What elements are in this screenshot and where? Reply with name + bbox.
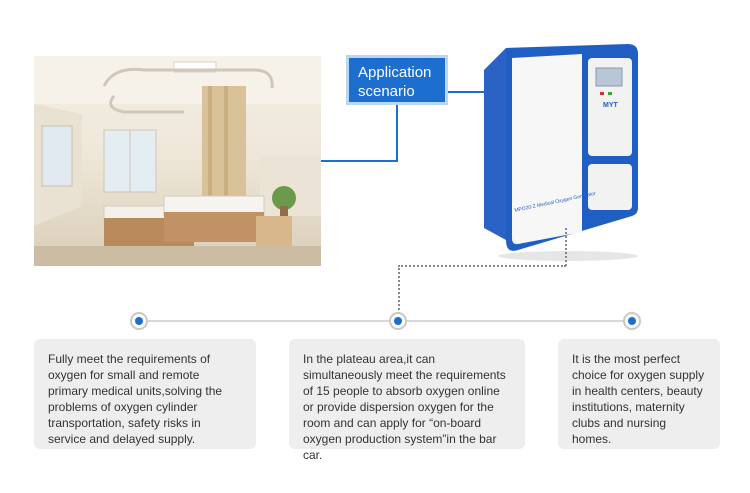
timeline-dot-3 (623, 312, 641, 330)
connector-line-left (321, 160, 397, 162)
label-line-2: scenario (358, 83, 415, 100)
label-line-1: Application (358, 64, 432, 81)
timeline-dot-1 (130, 312, 148, 330)
dotted-line-horizontal (398, 265, 566, 267)
dotted-line-machine (565, 228, 567, 266)
info-card-2: In the plateau area,it can simultaneousl… (289, 339, 525, 462)
connector-line-vertical (396, 104, 398, 162)
info-card-2-text: In the plateau area,it can simultaneousl… (303, 352, 506, 462)
dotted-line-drop (398, 265, 400, 317)
info-card-3-text: It is the most perfect choice for oxygen… (572, 352, 705, 446)
oxygen-generator-image: MYT MPO20-Z Medical Oxygen Generator (478, 40, 656, 262)
machine-brand-logo: MYT (603, 102, 618, 109)
info-card-1: Fully meet the requirements of oxygen fo… (34, 339, 256, 449)
hospital-room-image (34, 56, 321, 266)
timeline-line (139, 320, 633, 322)
info-card-3: It is the most perfect choice for oxygen… (558, 339, 720, 449)
application-scenario-label: Application scenario (346, 55, 448, 105)
timeline-dot-2 (389, 312, 407, 330)
info-card-1-text: Fully meet the requirements of oxygen fo… (48, 352, 223, 446)
connector-line-right (447, 91, 487, 93)
